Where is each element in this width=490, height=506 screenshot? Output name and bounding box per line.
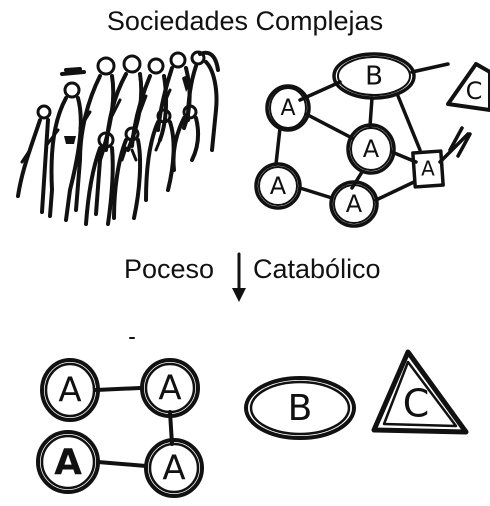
cluster-node-a [144,438,204,498]
person-head [96,56,116,76]
network-edge [374,180,416,202]
cluster-edge [96,460,148,468]
network-node-c-label: C [466,77,483,105]
network-sketch: A A A A A B C [254,52,490,228]
person-arm [20,88,172,164]
network-node-a [254,162,302,210]
person-body [112,138,128,220]
separated-node-c-label: C [403,382,430,426]
network-node-a-label: A [280,96,295,121]
cluster-node-a-label: A [54,442,82,483]
person-body [106,146,115,226]
network-node-c [446,62,490,112]
person-body [204,60,219,152]
cluster-node-a-label: A [162,449,185,489]
person-head [147,57,165,75]
person-head [63,81,81,99]
person-body [132,138,143,220]
cluster-node-a-ring [44,362,96,418]
person-arm [120,138,162,162]
network-edge [304,112,354,140]
cluster-node-a-ring [144,362,196,414]
network-edge [396,94,422,152]
network-node-a-ring [350,127,392,171]
down-arrow-icon [232,252,246,302]
separated-node-c [371,349,469,435]
network-node-a-label: A [363,135,380,163]
cluster-node-a-ring [148,442,200,494]
cluster-node-a [140,358,200,418]
person-head [36,104,52,120]
network-edge [410,62,450,74]
person-head [169,51,187,69]
network-node-b-label: B [365,62,383,92]
network-node-a-boxed [411,149,445,189]
cluster-node-a [36,430,100,494]
cluster-node-a-label: A [158,369,181,409]
b-node-separated: B [244,376,356,440]
separated-node-b-ring [249,380,351,436]
hat-mark [60,67,86,76]
network-node-a-ring [333,184,375,224]
network-edge [298,186,334,200]
person-body [130,74,152,148]
person-detail [64,136,76,144]
a-cluster: A A A A [36,358,204,498]
network-node-b [332,52,416,100]
network-node-a [346,123,396,175]
separated-node-b-label: B [288,388,313,429]
network-node-a-label: A [346,190,363,218]
arrow-head [232,288,246,302]
network-node-a [329,180,379,228]
network-node-a [265,84,311,132]
person-body [171,116,186,172]
cluster-edge [94,386,142,392]
separated-node-c-ring [382,360,458,428]
network-node-a-ring [269,87,307,129]
person-body [190,116,201,162]
person-head [122,54,142,74]
person-body [186,64,198,122]
network-node-a-label: A [421,157,435,181]
network-edge [274,126,282,166]
network-node-b-ring [337,56,411,96]
person-body [144,120,160,202]
person-body [40,118,50,214]
person-head [190,50,206,66]
network-node-a-ring [258,166,298,206]
person-body [158,74,169,142]
network-node-a-label: A [270,172,287,200]
cluster-node-a-label: A [58,371,81,411]
person-body [104,72,128,152]
diagram-title: Sociedades Complejas [106,6,384,36]
person-body [48,96,68,218]
person-body [198,50,220,72]
cluster-node-a-ring [40,434,96,490]
process-label-right: Catabólico [253,254,381,284]
process-label-left: Poceso [124,254,215,284]
separated-node-b [244,376,356,440]
crowd-sketch [16,50,220,226]
person-body [16,118,42,198]
person-detail [182,76,191,92]
c-node-separated: C [371,349,469,435]
cluster-node-a [40,358,100,422]
cut-mark [448,126,472,158]
network-edge [368,96,374,128]
person-body [84,146,102,226]
network-edge [438,132,470,164]
